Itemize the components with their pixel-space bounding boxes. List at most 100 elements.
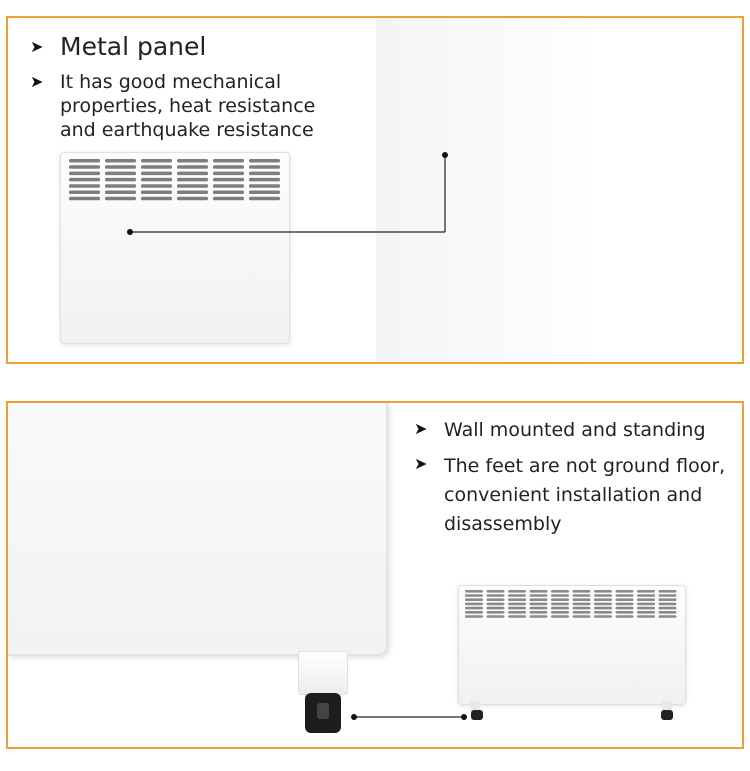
grille-slat [551,611,569,614]
grille-slat [249,177,280,182]
grille-slat [105,184,136,188]
grille-slat [572,611,591,614]
grille-slat [551,598,569,601]
arrowhead-right-icon: ➤ [414,454,428,473]
grille-slat [615,606,634,610]
grille-slat [529,611,548,614]
grille-slat [177,184,208,188]
grille-slat [615,615,634,618]
callout-line [127,152,448,235]
grille-slat [141,159,172,163]
grille-slat [594,606,612,610]
grille-slat [508,615,526,618]
metal-panel-title: ➤ Metal panel [30,30,206,64]
grille-slat [486,611,505,614]
grille-slat [141,177,172,182]
grille-slat [213,177,244,182]
grille-slat [69,165,100,169]
grille-slat [529,590,548,593]
arrowhead-right-icon: ➤ [30,37,44,56]
heater-leg-right [662,701,672,711]
grille-slat [141,171,172,176]
heater-foot-right [661,710,673,720]
grille-slat [249,184,280,188]
grille-slat [551,606,569,610]
grille-slat [658,590,677,593]
metal-panel-section: ➤ Metal panel ➤ It has good mechanical p… [6,16,744,364]
grille-slat [213,196,244,201]
grille-slat [529,606,548,610]
grille-slat [105,159,136,163]
grille-slat [213,171,244,176]
grille-slat [486,602,505,606]
grille-slat [141,165,172,169]
grille-slat [69,177,100,182]
grille-slat [594,615,612,618]
grille-slat [658,602,677,606]
grille-slat [249,165,280,169]
grille-slat [572,615,591,618]
grille-slat [658,594,677,597]
mounting-bullet-2: ➤ The feet are not ground floor, conveni… [414,454,726,535]
grille-slat [551,615,569,618]
callout-line [351,714,467,720]
grille-slat [465,598,483,601]
grille-slat [615,602,634,606]
mounting-bullet-1: ➤ Wall mounted and standing [414,419,706,441]
grille-slat [105,190,136,194]
grille-slat [529,594,548,597]
panel-closeup-image [376,18,742,362]
grille-slat [572,598,591,601]
grille-slat [69,159,100,163]
grille-slat [529,602,548,606]
grille-slat [529,598,548,601]
grille-slat [69,171,100,176]
grille-slat [141,190,172,194]
grille-slat [177,177,208,182]
arrowhead-right-icon: ➤ [30,72,44,91]
grille-slat [551,594,569,597]
grille-slat [529,615,548,618]
grille-slat [141,196,172,201]
grille-slat [637,606,655,610]
grille-slat [177,171,208,176]
grille-slat [637,602,655,606]
grille-slat [105,196,136,201]
grille-slat [177,196,208,201]
grille-slat [615,594,634,597]
heater-front-image [60,152,290,344]
grille-slat [249,190,280,194]
grille-slat [213,165,244,169]
grille-slat [658,615,677,618]
grille-slat [637,590,655,593]
grille-slat [177,165,208,169]
grille-slat [594,590,612,593]
grille-slat [177,159,208,163]
grille-slat [658,598,677,601]
grille-slat [486,606,505,610]
grille-slat [551,602,569,606]
heater-leg-left [470,701,480,711]
grille-slat [249,159,280,163]
grille-slat [615,590,634,593]
grille-slat [486,598,505,601]
grille-slat [69,190,100,194]
grille-slat [508,611,526,614]
grille-slat [249,171,280,176]
heater-grille [465,590,677,618]
grille-slat [249,196,280,201]
grille-slat [615,611,634,614]
heater-grille [69,159,280,201]
grille-slat [69,184,100,188]
metal-panel-description: ➤ It has good mechanical properties, hea… [30,71,316,141]
grille-slat [508,590,526,593]
arrowhead-right-icon: ➤ [414,419,428,438]
caster-wheel-hub [317,703,329,719]
grille-slat [508,594,526,597]
grille-slat [465,602,483,606]
grille-slat [508,598,526,601]
grille-slat [141,184,172,188]
grille-slat [465,590,483,593]
grille-slat [508,602,526,606]
grille-slat [105,165,136,169]
